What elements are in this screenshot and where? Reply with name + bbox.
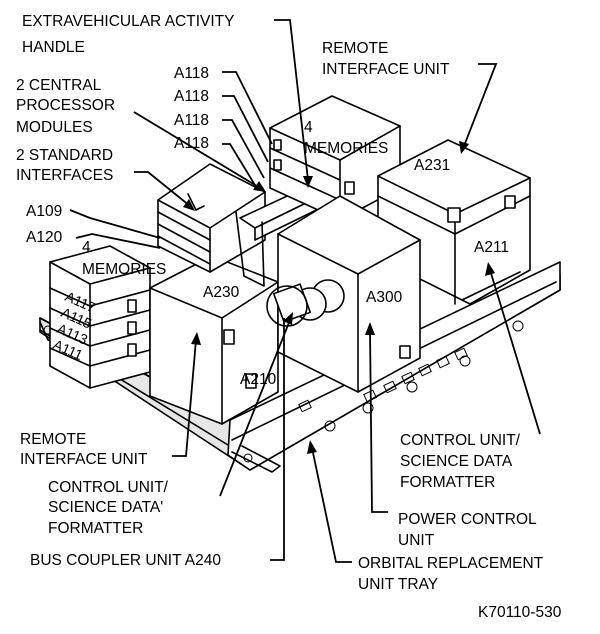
unit-label-a231: A231 [414,157,450,174]
label-memories-right: MEMORIES [304,140,388,157]
label-orbital-tray-line1: ORBITAL REPLACEMENT [358,555,544,572]
unit-label-a109: A109 [26,203,62,220]
label-cu-sdf-left-line2: SCIENCE DATA' [48,499,163,516]
label-bus-coupler: BUS COUPLER UNIT A240 [30,552,221,569]
unit-label-a118-4: A118 [174,135,209,152]
label-cu-sdf-right-line2: SCIENCE DATA [400,453,513,470]
label-cu-sdf-left-line1: CONTROL UNIT/ [48,479,169,496]
unit-label-a118-2: A118 [174,88,209,105]
label-std-interfaces-line1: 2 STANDARD [16,147,113,164]
label-cu-sdf-right-line3: FORMATTER [400,474,495,491]
unit-label-a118-3: A118 [174,112,209,129]
label-memories-left-count: 4 [82,239,91,256]
label-riu-left-line1: REMOTE [20,431,86,448]
unit-labels: A118 A118 A118 A118 A109 A120 A231 A211 … [26,65,509,388]
leader-lines [69,19,541,563]
tray-slots [298,320,524,432]
label-figure-id: K70110-530 [478,604,562,621]
label-eva-handle-line1: EXTRAVEHICULAR ACTIVITY [22,13,234,30]
label-cpu-line1: 2 CENTRAL [16,77,102,94]
label-eva-handle-line2: HANDLE [22,39,85,56]
unit-a230 [149,255,279,425]
label-riu-top-line1: REMOTE [322,40,388,57]
label-cu-sdf-right-line1: CONTROL UNIT/ [400,432,521,449]
unit-label-a230: A230 [203,284,240,301]
label-cpu-line2: PROCESSOR [16,97,115,114]
label-std-interfaces-line2: INTERFACES [16,167,113,184]
unit-label-a120: A120 [26,229,63,246]
label-cpu-line3: MODULES [16,119,93,136]
label-memories-right-count: 4 [304,119,313,136]
bus-coupler-connectors [266,279,345,327]
label-power-control-line2: UNIT [398,532,435,549]
label-riu-top-line2: INTERFACE UNIT [322,61,450,78]
memory-stack-left [49,245,151,389]
label-orbital-tray-line2: UNIT TRAY [358,576,438,593]
unit-label-a210: A210 [240,371,277,388]
label-power-control-line1: POWER CONTROL [398,511,537,528]
unit-label-a118-1: A118 [174,65,209,82]
label-memories-left: MEMORIES [82,261,166,278]
unit-label-a300: A300 [366,289,403,306]
label-cu-sdf-left-line3: FORMATTER [48,520,143,537]
unit-label-a211: A211 [474,239,509,256]
hardware-drawing [39,95,561,473]
label-riu-left-line2: INTERFACE UNIT [20,451,148,468]
card-cage-left [157,163,266,273]
callout-labels: EXTRAVEHICULAR ACTIVITY HANDLE 2 CENTRAL… [16,13,562,621]
